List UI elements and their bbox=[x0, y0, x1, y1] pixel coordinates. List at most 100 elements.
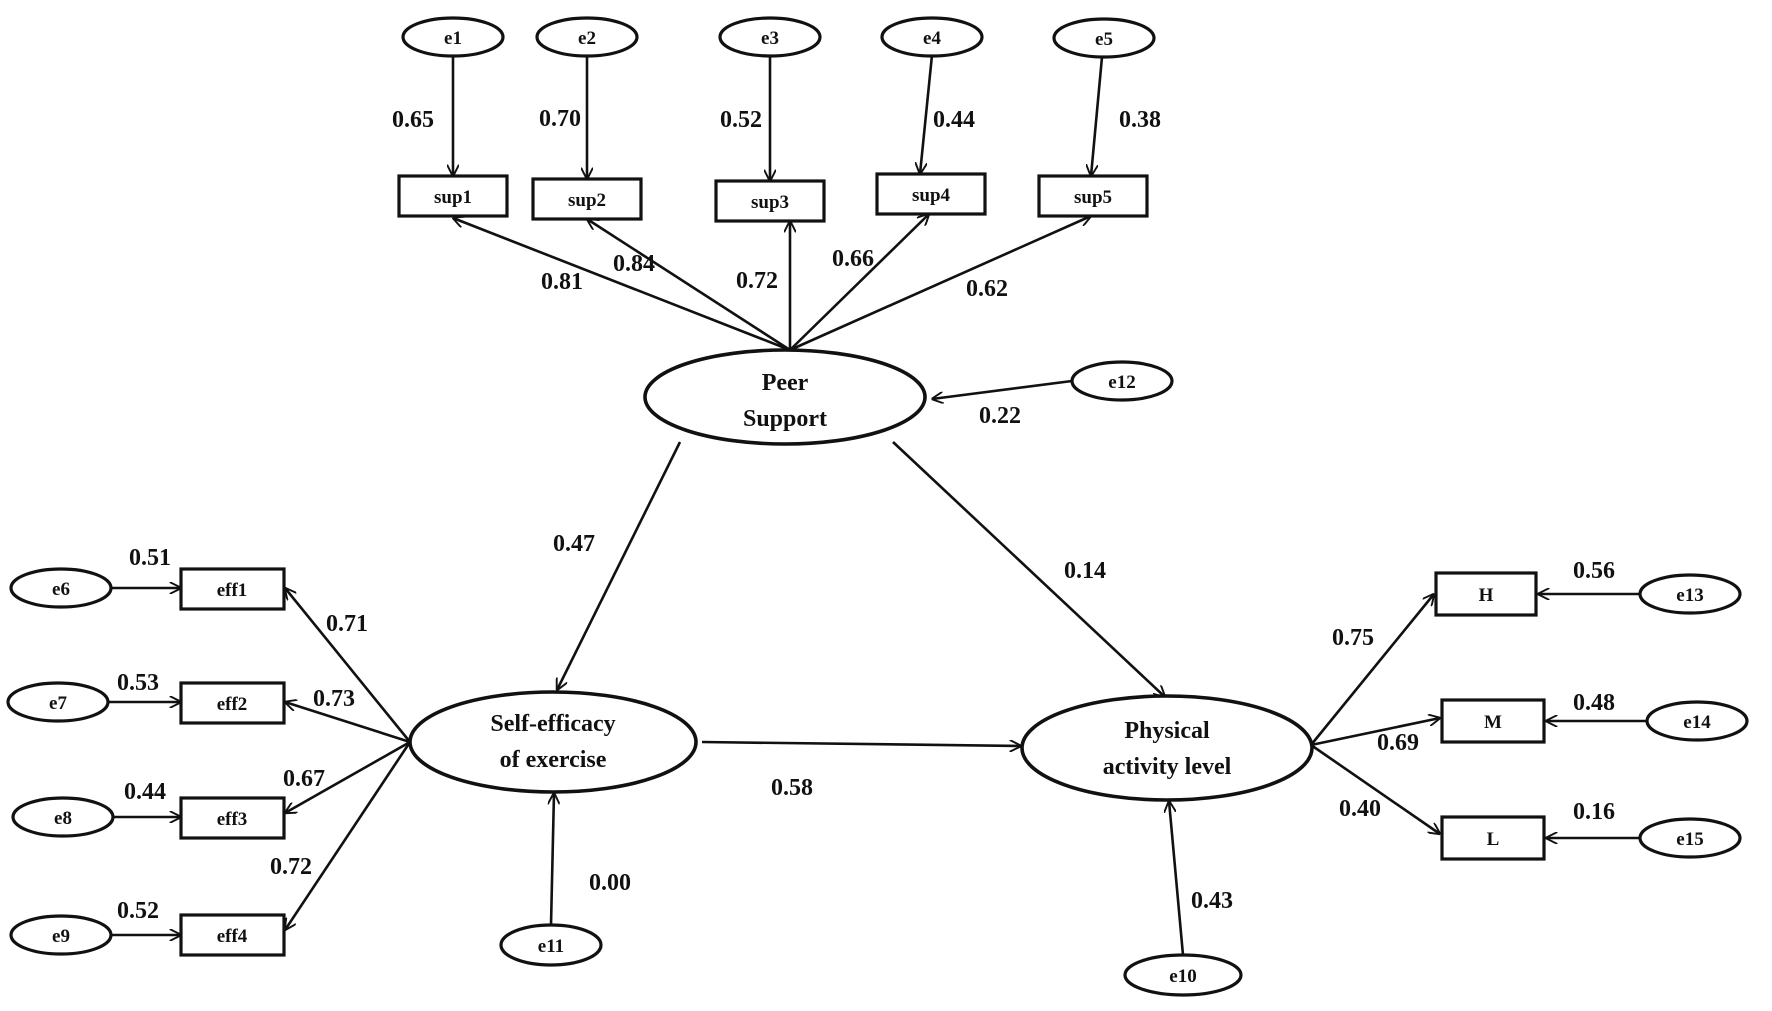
coef-ps-pa: 0.14 bbox=[1064, 558, 1106, 584]
self-efficacy-label-line1: Self-efficacy bbox=[490, 711, 615, 737]
coef-se-pa: 0.58 bbox=[771, 775, 813, 801]
coef-e15-L: 0.16 bbox=[1573, 799, 1615, 825]
error-label-e9: e9 bbox=[52, 926, 70, 947]
coef-ps-sup5: 0.62 bbox=[966, 276, 1008, 302]
indicator-label-H: H bbox=[1479, 585, 1494, 606]
arrow-pa-H bbox=[1309, 594, 1434, 746]
indicator-label-M: M bbox=[1484, 712, 1502, 733]
error-label-e11: e11 bbox=[538, 936, 564, 957]
latent-node-peer-support: Peer Support bbox=[643, 348, 927, 446]
indicator-box-L: L bbox=[1440, 815, 1546, 861]
arrow-e11-se bbox=[551, 793, 554, 926]
indicator-box-H: H bbox=[1434, 571, 1538, 617]
indicator-box-sup2: sup2 bbox=[531, 177, 643, 221]
arrow-e4-sup4 bbox=[920, 54, 934, 174]
coef-ps-se: 0.47 bbox=[553, 531, 595, 557]
coef-e6-eff1: 0.51 bbox=[129, 545, 171, 571]
physical-activity-label-line2: activity level bbox=[1103, 754, 1232, 780]
coef-se-eff2: 0.73 bbox=[313, 686, 355, 712]
coef-e8-eff3: 0.44 bbox=[124, 779, 166, 805]
error-label-e13: e13 bbox=[1676, 585, 1703, 606]
error-node-e14: e14 bbox=[1645, 700, 1749, 742]
error-node-e15: e15 bbox=[1638, 817, 1742, 859]
indicator-label-sup3: sup3 bbox=[751, 192, 789, 213]
error-node-e11: e11 bbox=[499, 923, 603, 967]
error-label-e15: e15 bbox=[1676, 829, 1703, 850]
error-terms: e1 e2 e3 e4 e5 e12 e6 e7 bbox=[6, 16, 1749, 997]
error-label-e14: e14 bbox=[1683, 712, 1711, 733]
indicator-label-sup5: sup5 bbox=[1074, 187, 1112, 208]
indicator-box-eff4: eff4 bbox=[179, 913, 286, 957]
coef-ps-sup3: 0.72 bbox=[736, 268, 778, 294]
arrow-ps-sup2 bbox=[587, 219, 791, 352]
indicator-box-M: M bbox=[1440, 698, 1546, 744]
error-label-e12: e12 bbox=[1108, 372, 1135, 393]
error-label-e1: e1 bbox=[444, 28, 462, 49]
error-label-e5: e5 bbox=[1095, 29, 1113, 50]
physical-activity-label-line1: Physical bbox=[1124, 718, 1210, 744]
coef-e12-ps: 0.22 bbox=[979, 403, 1021, 429]
arrow-ps-pa bbox=[892, 441, 1165, 697]
coef-ps-sup4: 0.66 bbox=[832, 246, 874, 272]
error-node-e13: e13 bbox=[1638, 573, 1742, 615]
arrow-pa-L bbox=[1310, 743, 1440, 834]
error-node-e4: e4 bbox=[880, 16, 984, 58]
coef-e2-sup2: 0.70 bbox=[539, 106, 581, 132]
indicator-box-eff3: eff3 bbox=[179, 796, 286, 840]
error-label-e10: e10 bbox=[1169, 966, 1196, 987]
indicator-box-eff2: eff2 bbox=[179, 681, 286, 725]
indicator-label-eff4: eff4 bbox=[217, 926, 248, 947]
coef-e13-H: 0.56 bbox=[1573, 558, 1615, 584]
indicator-box-sup4: sup4 bbox=[875, 172, 987, 216]
arrow-ps-se bbox=[557, 441, 682, 690]
indicator-label-eff2: eff2 bbox=[217, 694, 248, 715]
coef-e11-se: 0.00 bbox=[589, 870, 631, 896]
arrow-ps-sup4 bbox=[789, 214, 929, 351]
coef-e10-pa: 0.43 bbox=[1191, 888, 1233, 914]
error-label-e6: e6 bbox=[52, 579, 70, 600]
arrow-e12-ps bbox=[932, 379, 1073, 399]
indicator-label-sup1: sup1 bbox=[434, 187, 472, 208]
coef-e1-sup1: 0.65 bbox=[392, 107, 434, 133]
indicator-label-eff3: eff3 bbox=[217, 809, 248, 830]
error-label-e7: e7 bbox=[49, 693, 67, 714]
peer-support-label-line1: Peer bbox=[762, 370, 809, 396]
coef-e9-eff4: 0.52 bbox=[117, 898, 159, 924]
arrow-se-eff1 bbox=[285, 588, 412, 743]
error-node-e9: e9 bbox=[9, 914, 113, 956]
path-coefficients: 0.65 0.70 0.52 0.44 0.38 0.81 0.84 0.72 … bbox=[117, 106, 1615, 924]
arrow-se-eff3 bbox=[285, 740, 411, 813]
arrow-ps-sup1 bbox=[453, 218, 791, 352]
coef-e5-sup5: 0.38 bbox=[1119, 107, 1161, 133]
error-node-e10: e10 bbox=[1123, 953, 1243, 997]
error-label-e8: e8 bbox=[54, 808, 72, 829]
arrow-se-eff4 bbox=[285, 741, 412, 930]
arrow-e5-sup5 bbox=[1091, 56, 1104, 176]
coef-e4-sup4: 0.44 bbox=[933, 107, 975, 133]
error-node-e3: e3 bbox=[718, 16, 822, 58]
error-node-e8: e8 bbox=[11, 796, 115, 838]
indicator-box-sup5: sup5 bbox=[1037, 174, 1149, 218]
indicator-box-sup3: sup3 bbox=[714, 179, 826, 223]
indicator-label-L: L bbox=[1487, 829, 1500, 850]
latent-node-self-efficacy: Self-efficacy of exercise bbox=[408, 690, 698, 794]
coef-se-eff3: 0.67 bbox=[283, 766, 325, 792]
error-node-e5: e5 bbox=[1052, 17, 1156, 59]
latent-variables: Peer Support Self-efficacy of exercise P… bbox=[408, 348, 1314, 802]
coef-ps-sup2: 0.84 bbox=[613, 251, 655, 277]
error-label-e3: e3 bbox=[761, 28, 779, 49]
coef-pa-H: 0.75 bbox=[1332, 625, 1374, 651]
error-node-e6: e6 bbox=[9, 567, 113, 609]
arrow-e10-pa bbox=[1169, 801, 1185, 956]
indicator-box-eff1: eff1 bbox=[179, 567, 286, 611]
coef-ps-sup1: 0.81 bbox=[541, 269, 583, 295]
error-label-e4: e4 bbox=[923, 28, 941, 49]
peer-support-label-line2: Support bbox=[743, 406, 827, 432]
arrow-pa-M bbox=[1310, 718, 1440, 747]
indicator-label-sup4: sup4 bbox=[912, 185, 951, 206]
indicator-label-eff1: eff1 bbox=[217, 580, 248, 601]
coef-e7-eff2: 0.53 bbox=[117, 670, 159, 696]
latent-node-physical-activity: Physical activity level bbox=[1020, 694, 1314, 802]
self-efficacy-label-line2: of exercise bbox=[500, 747, 607, 773]
